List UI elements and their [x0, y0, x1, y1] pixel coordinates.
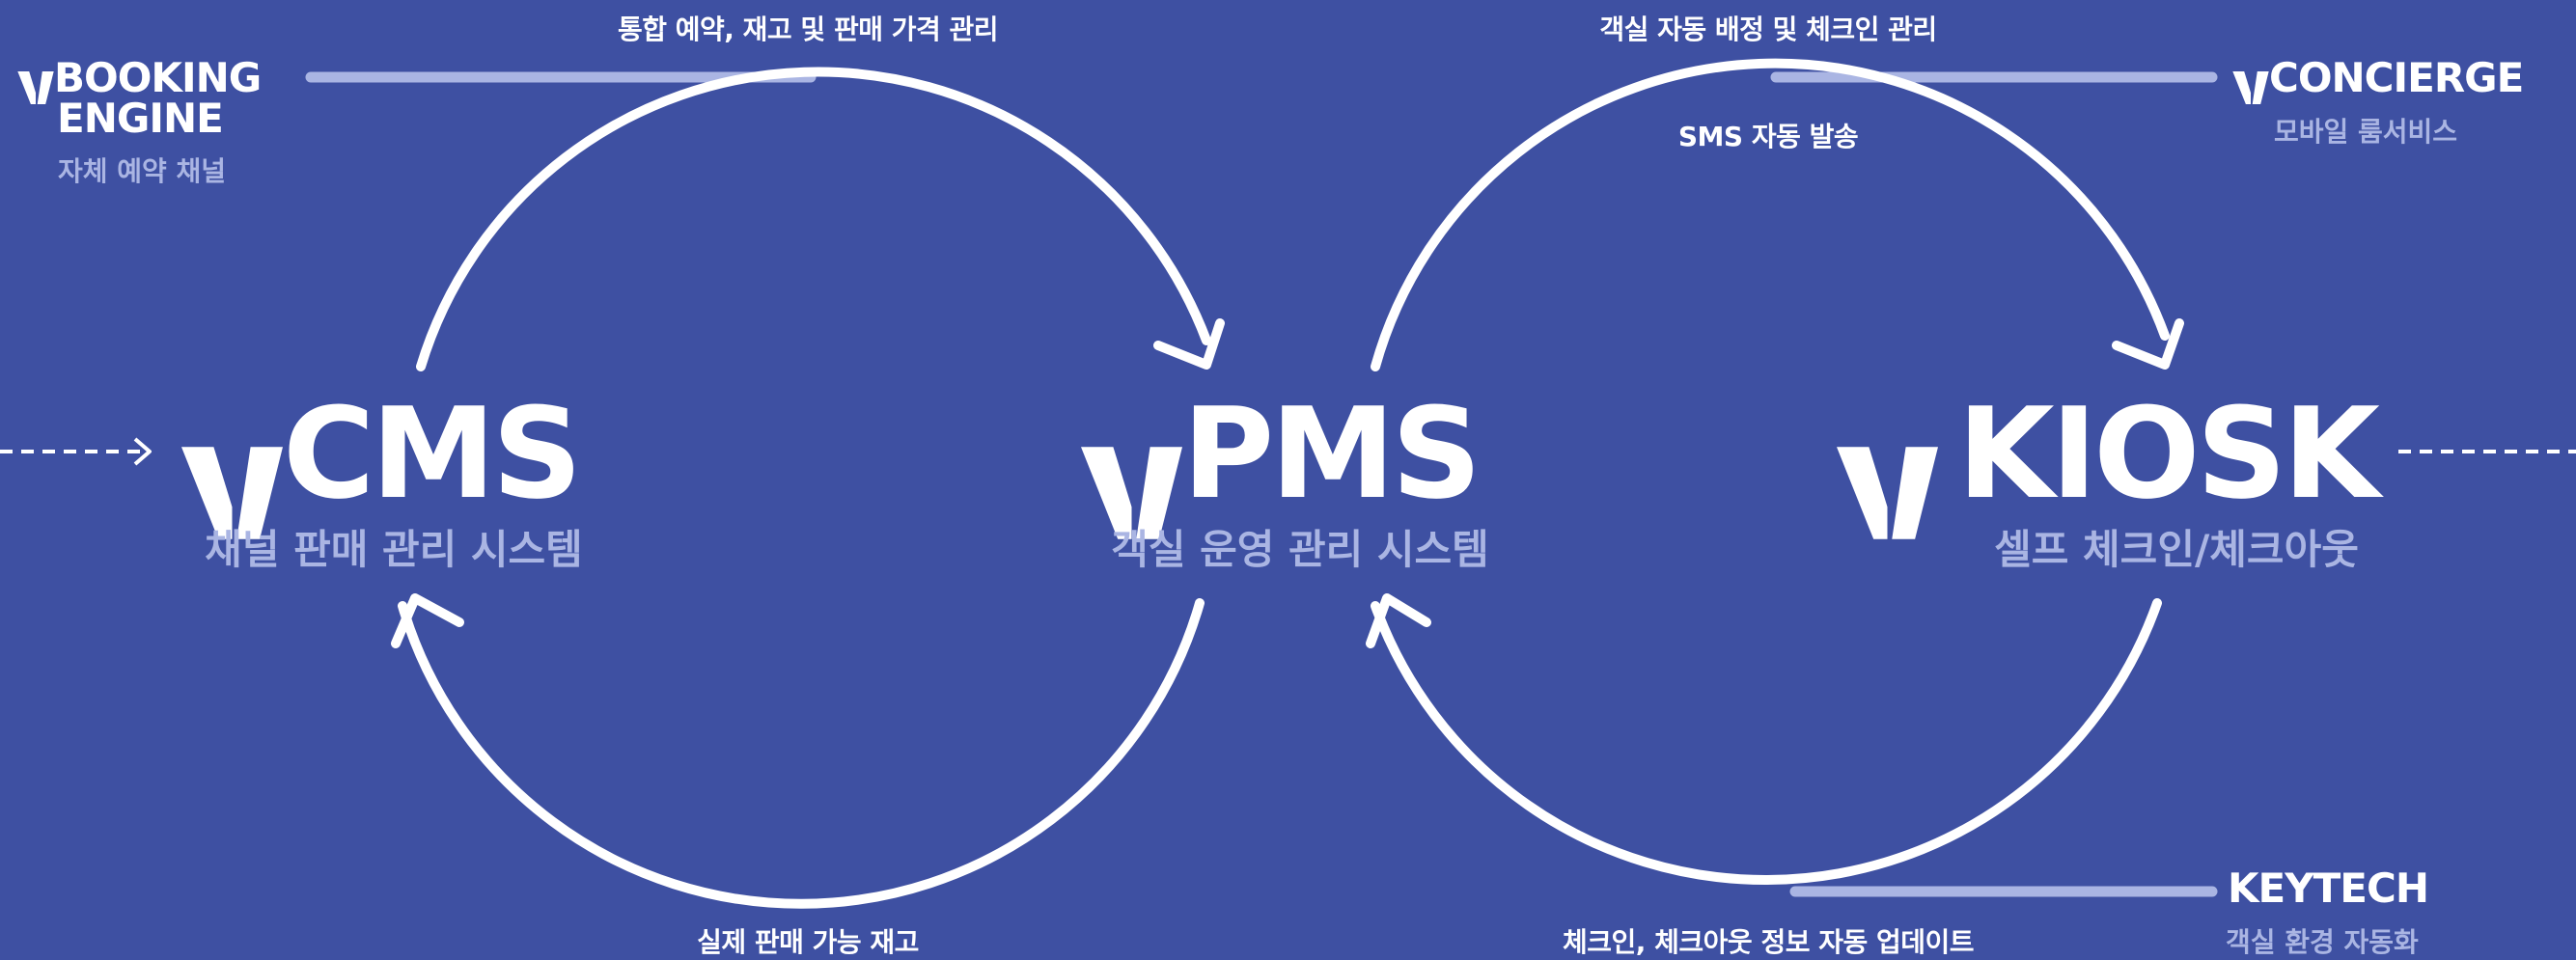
booking-engine-logo: BOOKING [17, 58, 262, 104]
booking-engine-name-line2: ENGINE [57, 95, 224, 142]
kiosk-subtitle: 셀프 체크인/체크아웃 [1994, 526, 2359, 573]
flow-label-pms-to-kiosk: 객실 자동 배정 및 체크인 관리 [1599, 14, 1937, 45]
pms-to-kiosk-arrow [1371, 58, 2170, 371]
pms-name: PMS [1182, 380, 1482, 527]
cms-subtitle: 채널 판매 관리 시스템 [205, 526, 583, 573]
kiosk-name: KIOSK [1957, 380, 2380, 527]
flow-label-pms-to-cms: 실제 판매 가능 재고 [697, 926, 919, 958]
kiosk-logo: KIOSK [1837, 391, 2380, 541]
cms-input-arrowhead [133, 437, 152, 466]
cms-logo: CMS [181, 391, 582, 541]
keytech-name: KEYTECH [2228, 864, 2429, 912]
cms-to-pms-arrowhead [1153, 318, 1225, 370]
v-logo-icon [2232, 70, 2269, 104]
concierge-logo: CONCIERGE [2232, 58, 2524, 104]
flow-label-cms-to-pms: 통합 예약, 재고 및 판매 가격 관리 [617, 14, 999, 45]
kiosk-to-pms-arrowhead [1366, 593, 1431, 648]
v-logo-icon [181, 446, 283, 539]
booking-engine-subtitle: 자체 예약 채널 [58, 155, 227, 187]
flow-label-sms: SMS 자동 발송 [1677, 121, 1859, 152]
cms-to-pms-arrow [416, 67, 1211, 371]
pms-to-cms-arrowhead [391, 593, 464, 648]
concierge-name: CONCIERGE [2269, 54, 2524, 101]
flow-label-kiosk-to-pms: 체크인, 체크아웃 정보 자동 업데이트 [1562, 926, 1975, 958]
pms-subtitle: 객실 운영 관리 시스템 [1111, 526, 1489, 573]
pms-to-cms-arrow [398, 598, 1205, 909]
kiosk-to-pms-arrow [1371, 598, 2162, 886]
cms-name: CMS [283, 380, 582, 527]
keytech-subtitle: 객실 환경 자동화 [2226, 926, 2419, 958]
v-logo-icon [17, 70, 54, 104]
pms-logo: PMS [1081, 391, 1482, 541]
pms-to-kiosk-arrowhead [2112, 318, 2184, 370]
v-logo-icon [1837, 446, 1938, 539]
v-logo-icon [1081, 446, 1182, 539]
booking-engine-name-line1: BOOKING [54, 54, 262, 101]
concierge-subtitle: 모바일 룸서비스 [2273, 116, 2458, 148]
